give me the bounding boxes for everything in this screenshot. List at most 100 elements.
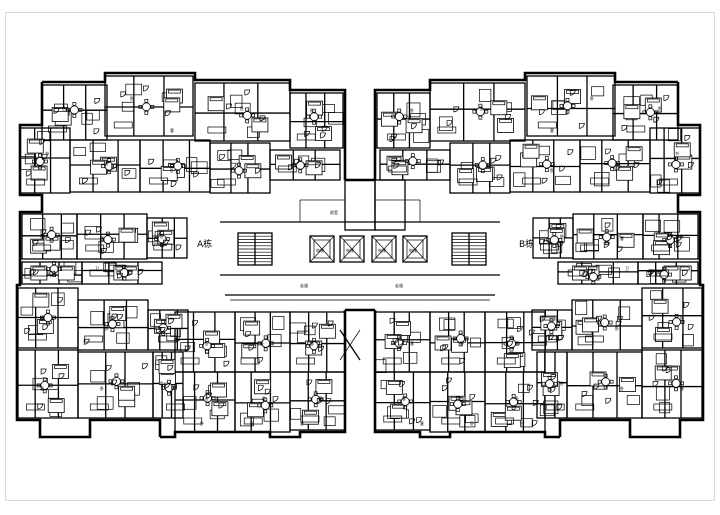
pillow-icon <box>655 233 669 238</box>
pillow-icon <box>627 147 641 152</box>
chair-icon <box>484 109 489 114</box>
chair-icon <box>52 315 56 320</box>
closet-outline <box>48 389 60 399</box>
room-label: 电梯 <box>316 247 324 253</box>
chair-icon <box>511 406 516 410</box>
door-swing-icon <box>531 420 538 427</box>
bed-icon <box>47 398 65 413</box>
door-swing-icon <box>555 224 562 230</box>
door-swing-icon <box>442 344 449 351</box>
closet-outline <box>406 102 421 118</box>
sofa-icon <box>26 403 45 411</box>
bed-icon <box>503 353 521 369</box>
pillow-icon <box>387 381 401 385</box>
chair-icon <box>680 381 684 386</box>
door-swing-icon <box>541 177 548 184</box>
door-swing-icon <box>259 115 266 122</box>
chair-icon <box>397 399 402 404</box>
dining-table-icon <box>671 160 681 169</box>
room-label: 卧 <box>100 385 104 391</box>
chair-icon <box>167 391 171 396</box>
sofa-icon <box>540 243 559 251</box>
pillow-icon <box>505 354 519 358</box>
chair-icon <box>107 158 111 163</box>
lobby-outline <box>374 199 421 223</box>
sofa-icon <box>458 178 478 186</box>
chair-icon <box>110 328 115 332</box>
door-swing-icon <box>603 242 610 248</box>
bed-icon <box>315 126 332 141</box>
closet-outline <box>655 386 670 401</box>
dining-table-icon <box>665 235 675 245</box>
apartment-outline <box>104 75 194 137</box>
sofa-icon <box>650 269 669 277</box>
room-label: 卧 <box>460 340 464 346</box>
chair-icon <box>318 114 322 119</box>
closet-outline <box>657 179 671 193</box>
chair-icon <box>509 347 514 352</box>
chair-icon <box>245 119 250 124</box>
dining-table-icon <box>600 318 610 327</box>
door-swing-icon <box>264 388 271 395</box>
chair-icon <box>48 383 53 388</box>
pillow-icon <box>120 228 134 233</box>
door-swing-icon <box>33 269 39 276</box>
door-swing-icon <box>675 235 682 242</box>
door-swing-icon <box>257 357 264 364</box>
sofa-icon <box>89 269 109 277</box>
chair-icon <box>403 114 408 119</box>
room-label: 卧 <box>615 325 619 331</box>
sofa-icon <box>158 335 177 343</box>
chair-icon <box>662 238 667 242</box>
wing-b-label: B栋 <box>519 238 534 250</box>
room-label: 卧 <box>515 395 519 401</box>
pillow-icon <box>111 307 125 311</box>
chair-icon <box>144 98 149 103</box>
bed-icon <box>405 118 423 134</box>
room-label: 卧 <box>615 160 619 166</box>
door-swing-icon <box>219 154 226 160</box>
bed-icon <box>302 409 319 425</box>
room-label: 卧 <box>170 167 174 173</box>
chair-icon <box>515 341 520 346</box>
door-swing-icon <box>40 368 47 375</box>
chair-icon <box>604 241 609 245</box>
room-label: 卧 <box>458 395 462 401</box>
chair-icon <box>410 153 415 158</box>
room-label: 卧 <box>590 95 594 101</box>
door-swing-icon <box>687 324 694 330</box>
door-swing-icon <box>192 320 198 326</box>
closet-outline <box>497 318 514 329</box>
door-swing-icon <box>539 109 545 116</box>
sofa-icon <box>240 357 260 365</box>
dining-table-icon <box>103 235 113 245</box>
bed-icon <box>616 165 634 181</box>
door-swing-icon <box>409 418 416 425</box>
door-swing-icon <box>120 91 127 98</box>
pillow-icon <box>619 233 633 238</box>
closet-outline <box>183 396 197 410</box>
bed-icon <box>36 319 54 334</box>
door-swing-icon <box>137 269 144 275</box>
door-swing-icon <box>94 98 101 104</box>
door-swing-icon <box>490 157 497 164</box>
closet-outline <box>272 316 285 330</box>
pillow-icon <box>168 89 181 94</box>
chair-icon <box>616 161 621 166</box>
closet-outline <box>555 175 571 186</box>
room-label: 卫 <box>95 266 99 271</box>
chair-icon <box>486 163 491 167</box>
chair-icon <box>78 108 83 112</box>
door-swing-icon <box>39 138 46 145</box>
closet-outline <box>626 395 640 405</box>
chair-icon <box>455 396 460 401</box>
closet-outline <box>121 168 137 179</box>
door-swing-icon <box>41 153 48 160</box>
door-swing-icon <box>24 328 31 334</box>
door-swing-icon <box>557 241 564 248</box>
closet-outline <box>90 370 106 383</box>
chair-icon <box>674 387 678 392</box>
chair-icon <box>648 116 653 121</box>
door-swing-icon <box>193 384 200 391</box>
sofa-icon <box>441 357 461 365</box>
